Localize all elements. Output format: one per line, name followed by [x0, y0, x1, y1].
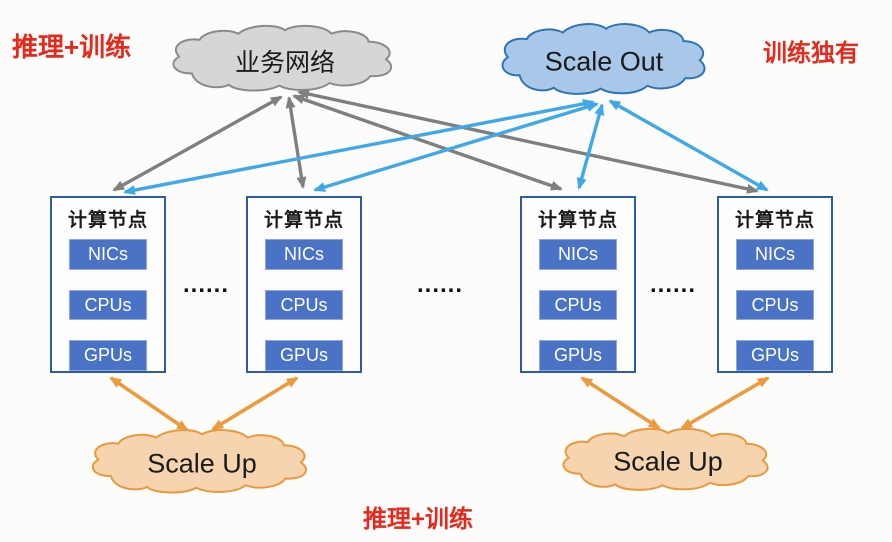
annotation-inference-training-top: 推理+训练	[12, 32, 132, 62]
blue-arrow-scaleout-to-node-2	[313, 102, 599, 192]
gray-arrow-business-to-node-3	[292, 94, 563, 191]
blue-arrow-scaleout-to-node-3	[576, 103, 605, 190]
orange-arrow-node-2-to-scaleup-left	[211, 376, 299, 431]
gpus-box: GPUs	[736, 340, 814, 372]
nics-box: NICs	[539, 239, 617, 270]
cpus-box: CPUs	[539, 289, 617, 321]
compute-node-3: 计算节点 NICs CPUs GPUs	[520, 196, 636, 373]
scale-up-right-label: Scale Up	[613, 446, 723, 477]
scale-out-label: Scale Out	[544, 46, 664, 77]
orange-arrow-node-3-to-scaleup-right	[580, 376, 661, 430]
compute-node-title: 计算节点	[263, 210, 344, 231]
compute-node-4: 计算节点 NICs CPUs GPUs	[717, 196, 833, 373]
ellipsis-nodes-1-2: ......	[182, 271, 229, 298]
gpus-box: GPUs	[265, 340, 343, 372]
gpus-box: GPUs	[539, 340, 617, 372]
scale-up-left-label: Scale Up	[147, 448, 257, 479]
gray-arrow-business-to-node-1	[112, 95, 283, 192]
ellipsis-nodes-3-4: ......	[649, 271, 696, 298]
compute-node-title: 计算节点	[67, 210, 148, 231]
gpus-box: GPUs	[69, 340, 147, 372]
annotation-training-only: 训练独有	[763, 40, 859, 67]
ellipsis-nodes-2-3: ......	[416, 271, 463, 298]
nics-box: NICs	[265, 239, 343, 270]
business-network-label: 业务网络	[234, 49, 336, 77]
nics-box: NICs	[69, 239, 147, 270]
compute-node-title: 计算节点	[734, 210, 815, 231]
annotation-inference-training-bottom: 推理+训练	[363, 506, 474, 533]
nics-box: NICs	[736, 239, 814, 270]
gray-arrow-business-to-node-2	[285, 96, 307, 189]
orange-arrow-node-4-to-scaleup-right	[680, 376, 770, 430]
cpus-box: CPUs	[69, 289, 147, 321]
orange-arrow-node-1-to-scaleup-left	[109, 376, 189, 432]
cpus-box: CPUs	[736, 289, 814, 321]
blue-arrow-scaleout-to-node-1	[123, 98, 595, 196]
compute-node-1: 计算节点 NICs CPUs GPUs	[50, 196, 166, 373]
compute-node-title: 计算节点	[537, 210, 618, 231]
compute-node-2: 计算节点 NICs CPUs GPUs	[246, 196, 362, 373]
blue-arrow-scaleout-to-node-4	[608, 99, 769, 192]
cpus-box: CPUs	[265, 289, 343, 321]
